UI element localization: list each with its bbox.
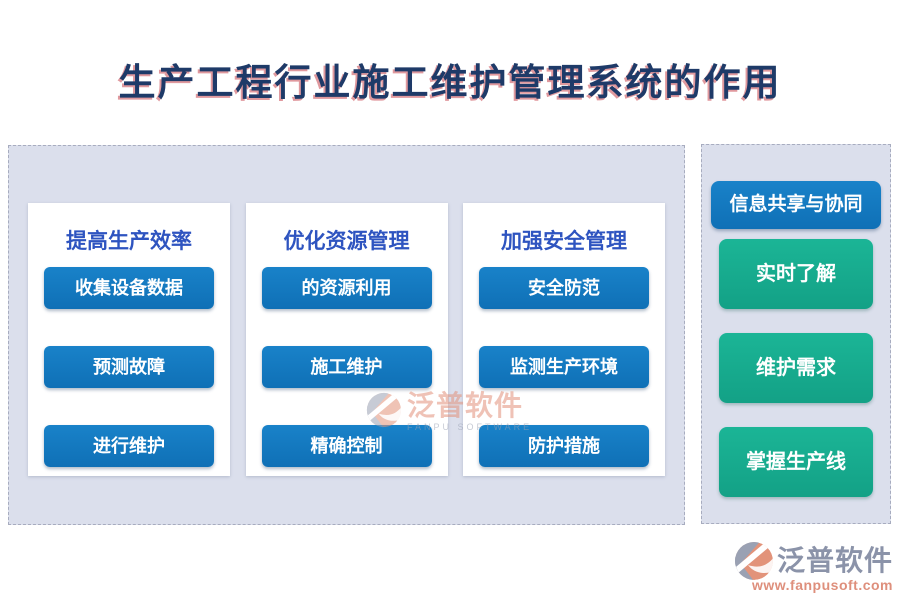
card-efficiency-item-3: 进行维护	[44, 425, 214, 467]
side-panel: 信息共享与协同 实时了解 维护需求 掌握生产线	[701, 144, 891, 524]
card-efficiency-item-1: 收集设备数据	[44, 267, 214, 309]
card-resource-item-1: 的资源利用	[261, 267, 432, 309]
side-item-info-sharing: 信息共享与协同	[711, 181, 881, 229]
footer-brand-url: www.fanpusoft.com	[752, 577, 893, 593]
card-efficiency-header: 提高生产效率	[66, 229, 192, 253]
card-safety: 加强安全管理 安全防范 监测生产环境 防护措施	[463, 203, 665, 476]
footer-logo-icon	[734, 542, 773, 580]
page-title: 生产工程行业施工维护管理系统的作用	[118, 63, 782, 104]
card-efficiency-item-2: 预测故障	[44, 346, 214, 388]
card-resource-header: 优化资源管理	[283, 229, 410, 253]
main-panel: 提高生产效率 收集设备数据 预测故障 进行维护 优化资源管理 的资源利用 施工维…	[8, 145, 685, 525]
card-safety-header: 加强安全管理	[501, 229, 627, 253]
footer-brand-text: 泛普软件	[776, 545, 893, 576]
card-resource-item-3: 精确控制	[261, 425, 432, 467]
card-safety-item-2: 监测生产环境	[479, 346, 649, 388]
card-efficiency: 提高生产效率 收集设备数据 预测故障 进行维护	[28, 203, 230, 476]
side-item-maintenance-needs: 维护需求	[719, 333, 873, 403]
side-item-realtime: 实时了解	[719, 239, 873, 309]
card-safety-item-1: 安全防范	[479, 267, 649, 309]
side-item-production-line: 掌握生产线	[719, 427, 873, 497]
card-resource: 优化资源管理 的资源利用 施工维护 精确控制	[245, 203, 448, 476]
footer-brand: 泛普软件 www.fanpusoft.com	[734, 541, 893, 593]
card-safety-item-3: 防护措施	[479, 425, 649, 467]
card-resource-item-2: 施工维护	[261, 346, 432, 388]
